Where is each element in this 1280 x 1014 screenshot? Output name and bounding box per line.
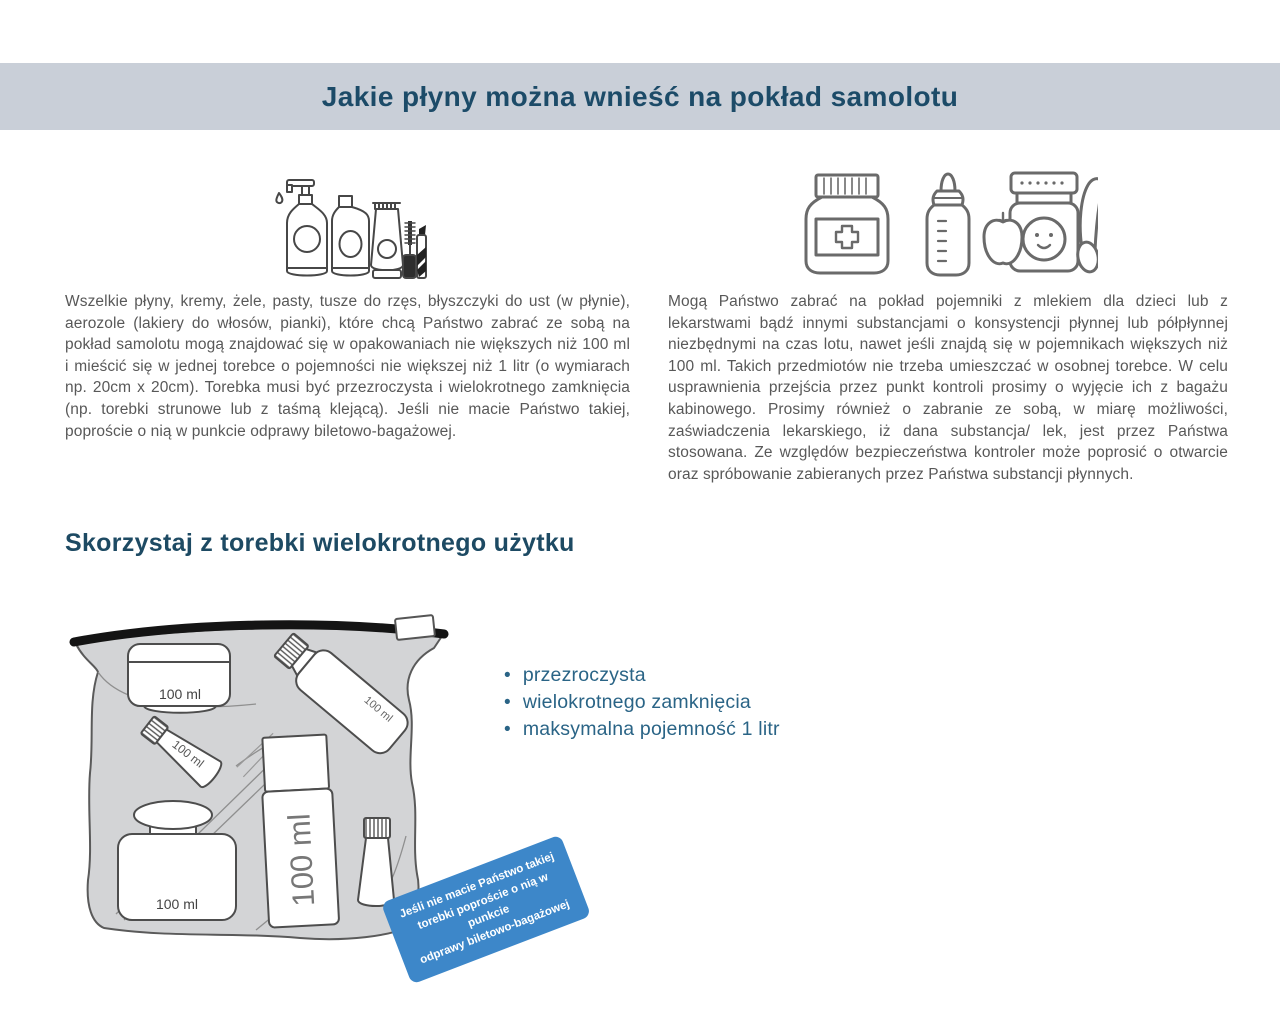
list-item: • maksymalna pojemność 1 litr [504,716,780,743]
list-item: • wielokrotnego zamknięcia [504,689,780,716]
exceptions-paragraph: Mogą Państwo zabrać na pokład pojemniki … [668,293,1228,483]
cosmetics-icons [274,179,427,279]
bullet-dot: • [504,665,511,686]
medicine-jar-icon [804,173,890,275]
title-banner: Jakie płyny można wnieść na pokład samol… [0,63,1280,130]
liquids-column: Wszelkie płyny, kremy, żele, pasty, tusz… [65,150,630,485]
bullet-dot: • [504,692,511,713]
bag-zipper [69,620,449,647]
list-item-label: maksymalna pojemność 1 litr [522,718,780,740]
bag-bottle-right: 100 ml [273,632,409,755]
info-columns: Wszelkie płyny, kremy, żele, pasty, tusz… [65,150,1228,485]
bag-illustration-wrap: 100 ml 100 ml 100 ml 100 ml 100 ml [60,608,480,962]
list-item-label: przezroczysta [522,664,646,686]
bag-small-tube [356,817,396,907]
lipstick-icon [415,225,427,279]
exceptions-icon-group [668,150,1228,283]
bag-zipper-slider [394,614,436,641]
cosmetic-bottle-icon [330,195,370,277]
bag-jar-bottom: 100 ml [117,800,237,921]
label-100ml: 100 ml [159,686,201,702]
baby-food-jar-icon [982,171,1098,274]
bag-requirements-list: • przezroczysta • wielokrotnego zamknięcia… [504,662,780,743]
cream-tube-icon [369,202,404,279]
label-100ml: 100 ml [281,813,321,908]
list-item: • przezroczysta [504,662,780,689]
mascara-icon [401,221,417,279]
pump-bottle-icon [285,179,328,277]
section-heading: Skorzystaj z torebki wielokrotnego użytk… [65,529,575,557]
drop-icon [274,192,283,205]
exceptions-column: Mogą Państwo zabrać na pokład pojemniki … [668,150,1228,485]
bag-jar-top: 100 ml [127,643,231,714]
label-100ml: 100 ml [156,896,198,912]
transparent-bag-illustration: 100 ml 100 ml 100 ml 100 ml 100 ml [69,614,449,941]
bag-bottle-center: 100 ml [236,732,340,929]
exceptions-icons [804,171,1098,277]
bullet-dot: • [504,719,511,740]
cosmetics-icon-group [65,150,630,283]
page-title: Jakie płyny można wnieść na pokład samol… [321,80,959,112]
liquids-paragraph: Wszelkie płyny, kremy, żele, pasty, tusz… [65,293,630,440]
baby-bottle-icon [925,172,971,277]
list-item-label: wielokrotnego zamknięcia [522,691,751,713]
